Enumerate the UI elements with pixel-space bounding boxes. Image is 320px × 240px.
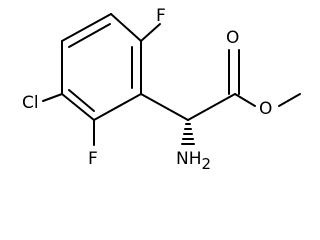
atom-f-top: F [156,6,166,26]
amine-subscript: 2 [202,155,212,173]
bond-ester-o-to-methyl [278,93,301,107]
bond-to-f-top [140,23,161,42]
molecule-structure: F Cl F O O NH2 [22,6,301,173]
hashed-wedge-bond [181,123,195,145]
ring-double-bond-top [68,23,111,48]
bond-alpha-to-carbonyl [187,93,236,121]
ring-bond-lower-left [61,93,95,121]
bond-ring-to-alpha-carbon [140,93,189,121]
ring-bond-upper-right [110,13,142,42]
amine-nh: NH [176,149,202,169]
bond-to-cl [42,93,63,102]
ring-double-bond-lower-left [68,89,95,112]
benzene-ring [61,13,142,121]
atom-cl: Cl [22,93,39,113]
bond-carbonyl-to-ester-o [234,93,256,107]
atom-o-ester: O [259,99,272,119]
atom-amine: NH2 [176,149,211,173]
atom-f-bottom: F [88,149,98,169]
ring-bond-top [61,13,112,42]
ring-bond-lower-right [93,93,142,121]
atom-o-carbonyl: O [226,28,239,48]
